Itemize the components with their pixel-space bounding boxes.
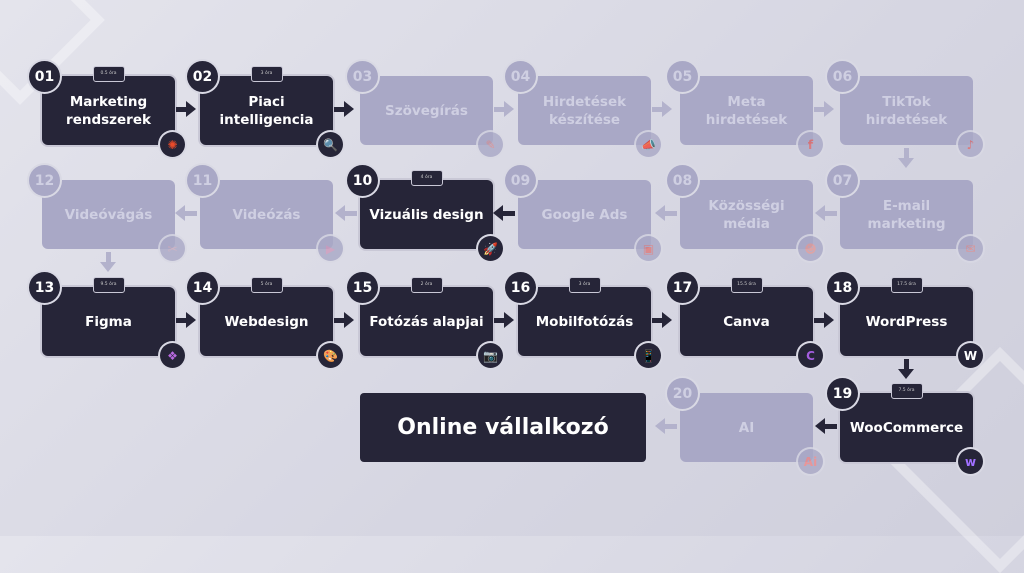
video-icon: ▶ — [318, 236, 343, 261]
hours-badge: 7.5 óra — [890, 383, 923, 399]
step-number: 12 — [29, 165, 60, 196]
step-number: 05 — [667, 61, 698, 92]
megaphone-icon: 📣 — [636, 132, 661, 157]
step-number: 08 — [667, 165, 698, 196]
step-number: 06 — [827, 61, 858, 92]
step-number: 17 — [667, 272, 698, 303]
magnifier-icon: 🔍 — [318, 132, 343, 157]
step-label: Fotózás alapjai — [369, 313, 484, 330]
hours-badge: 0.5 óra — [92, 66, 125, 82]
hours-badge: 3 óra — [568, 277, 601, 293]
wordpress-icon: W — [958, 343, 983, 368]
step-number: 07 — [827, 165, 858, 196]
step-label: Meta hirdetések — [705, 93, 788, 128]
step-number: 19 — [827, 378, 858, 409]
tiktok-icon: ♪ — [958, 132, 983, 157]
email-icon: ✉ — [958, 236, 983, 261]
step-label: Szövegírás — [385, 102, 468, 119]
step-label: AI — [738, 419, 755, 436]
step-number: 11 — [187, 165, 218, 196]
ads-icon: ▣ — [636, 236, 661, 261]
step-label: Google Ads — [541, 206, 628, 223]
step-label: WooCommerce — [849, 419, 964, 436]
canva-icon: C — [798, 343, 823, 368]
target-icon: ✺ — [160, 132, 185, 157]
hours-badge: 5 óra — [250, 277, 283, 293]
step-number: 16 — [505, 272, 536, 303]
step-number: 03 — [347, 61, 378, 92]
step-label: Videóvágás — [64, 206, 153, 223]
step-number: 02 — [187, 61, 218, 92]
step-number: 10 — [347, 165, 378, 196]
rocket-icon: 🚀 — [478, 236, 503, 261]
step-number: 20 — [667, 378, 698, 409]
step-number: 14 — [187, 272, 218, 303]
step-number: 04 — [505, 61, 536, 92]
palette-icon: 🎨 — [318, 343, 343, 368]
step-label: Piaci intelligencia — [219, 93, 314, 128]
step-label: Közösségi média — [708, 197, 785, 232]
hours-badge: 15.5 óra — [730, 277, 763, 293]
step-number: 15 — [347, 272, 378, 303]
step-label: E-mail marketing — [867, 197, 946, 232]
step-number: 18 — [827, 272, 858, 303]
step-label: Mobilfotózás — [535, 313, 634, 330]
step-label: Videózás — [232, 206, 301, 223]
hours-badge: 2 óra — [410, 277, 443, 293]
figma-icon: ❖ — [160, 343, 185, 368]
step-label: Vizuális design — [369, 206, 484, 223]
step-label: Canva — [723, 313, 770, 330]
phone-icon: 📱 — [636, 343, 661, 368]
hours-badge: 3 óra — [250, 66, 283, 82]
hours-badge: 9.5 óra — [92, 277, 125, 293]
social-icon: ☻ — [798, 236, 823, 261]
step-label: Webdesign — [224, 313, 309, 330]
step-label: WordPress — [865, 313, 948, 330]
step-number: 01 — [29, 61, 60, 92]
step-number: 13 — [29, 272, 60, 303]
step-number: 09 — [505, 165, 536, 196]
step-label: Hirdetések készítése — [542, 93, 627, 128]
hours-badge: 17.5 óra — [890, 277, 923, 293]
camera-icon: 📷 — [478, 343, 503, 368]
step-label: TikTok hirdetések — [865, 93, 948, 128]
woocommerce-icon: w — [958, 449, 983, 474]
step-label: Figma — [85, 313, 132, 330]
step-label: Marketing rendszerek — [66, 93, 151, 128]
final-goal-box: Online vállalkozó — [360, 393, 646, 462]
ai-icon: Ai — [798, 449, 823, 474]
scissors-icon: ✂ — [160, 236, 185, 261]
pen-icon: ✎ — [478, 132, 503, 157]
hours-badge: 4 óra — [410, 170, 443, 186]
facebook-icon: f — [798, 132, 823, 157]
